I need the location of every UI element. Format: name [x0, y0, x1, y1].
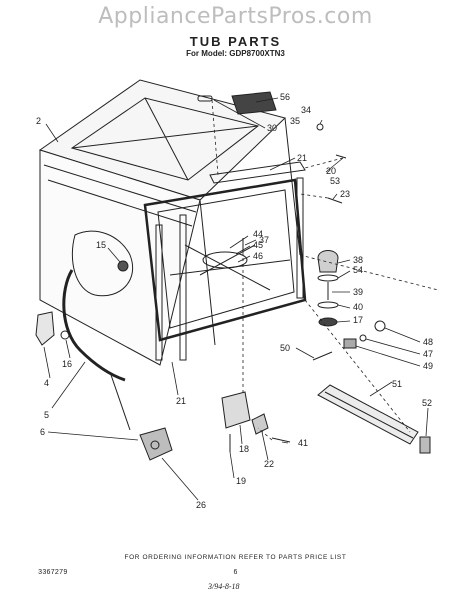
callout-5: 5 [44, 410, 49, 420]
callout-39: 39 [353, 287, 363, 297]
page-number: 6 [233, 569, 238, 576]
label-plate-56 [231, 91, 277, 115]
watermark: AppliancePartsPros.com [98, 4, 373, 29]
callout-46: 46 [253, 251, 263, 261]
callout-51: 51 [392, 379, 402, 389]
callout-37: 37 [259, 235, 269, 245]
valve-26 [139, 427, 173, 461]
callout-53: 53 [330, 176, 340, 186]
screw-20 [335, 154, 347, 159]
nut-48 [374, 320, 386, 332]
top-trim-strip [209, 161, 306, 184]
tub-drawing [35, 79, 439, 501]
callout-50: 50 [280, 343, 290, 353]
callout-20: 20 [326, 166, 336, 176]
stop-52 [419, 436, 431, 454]
callout-38: 38 [353, 255, 363, 265]
ordering-note: FOR ORDERING INFORMATION REFER TO PARTS … [124, 554, 347, 561]
callout-numbers: 2 56 34 35 30 21 20 53 23 44 45 46 37 15… [36, 92, 433, 510]
clip-30 [197, 95, 213, 102]
callout-44: 44 [253, 229, 263, 239]
callout-26: 26 [196, 500, 206, 510]
callout-2: 2 [36, 116, 41, 126]
block-18 [221, 391, 251, 429]
callout-41: 41 [298, 438, 308, 448]
screw-23 [327, 197, 343, 204]
grommet-16 [60, 330, 70, 340]
callout-21-top: 21 [297, 153, 307, 163]
callout-19: 19 [236, 476, 246, 486]
rail-21-mid [179, 214, 187, 361]
callout-22: 22 [264, 459, 274, 469]
screw-41 [271, 437, 291, 443]
wash-arm-hub [202, 251, 248, 269]
callout-18: 18 [239, 444, 249, 454]
callout-47: 47 [423, 349, 433, 359]
callout-54: 54 [353, 265, 363, 275]
callout-45: 45 [253, 240, 263, 250]
leader-lines [43, 97, 429, 501]
fitting-15 [117, 260, 129, 272]
callout-6: 6 [40, 427, 45, 437]
gasket-40 [317, 301, 339, 309]
document-part-number: 3367279 [38, 569, 68, 577]
callout-35: 35 [290, 116, 300, 126]
diagram-title: TUB PARTS [189, 34, 282, 49]
callout-52: 52 [422, 398, 432, 408]
callout-16: 16 [62, 359, 72, 369]
washer-54 [317, 274, 339, 282]
nut-35 [316, 123, 324, 131]
guide-lines [211, 99, 439, 441]
cap-38 [317, 250, 339, 273]
model-subtitle: For Model: GDP8700XTN3 [186, 49, 285, 58]
rail-21-right [296, 177, 304, 299]
callout-34: 34 [301, 105, 311, 115]
callout-23: 23 [340, 189, 350, 199]
pump-cutout [71, 230, 133, 297]
washer-47 [359, 334, 367, 342]
date-mark: 3/94-8-18 [208, 582, 240, 591]
callout-21-bottom: 21 [176, 396, 186, 406]
bracket-49 [343, 338, 357, 349]
bracket-4 [35, 311, 55, 346]
callout-40: 40 [353, 302, 363, 312]
disc-17 [318, 317, 338, 327]
callout-15: 15 [96, 240, 106, 250]
knob-22 [251, 413, 269, 435]
callout-4: 4 [44, 378, 49, 388]
callout-48: 48 [423, 337, 433, 347]
callout-49: 49 [423, 361, 433, 371]
rail-21-left [155, 224, 163, 361]
callout-30: 30 [267, 123, 277, 133]
screw-50 [312, 351, 333, 361]
callout-17: 17 [353, 315, 363, 325]
callout-56: 56 [280, 92, 290, 102]
